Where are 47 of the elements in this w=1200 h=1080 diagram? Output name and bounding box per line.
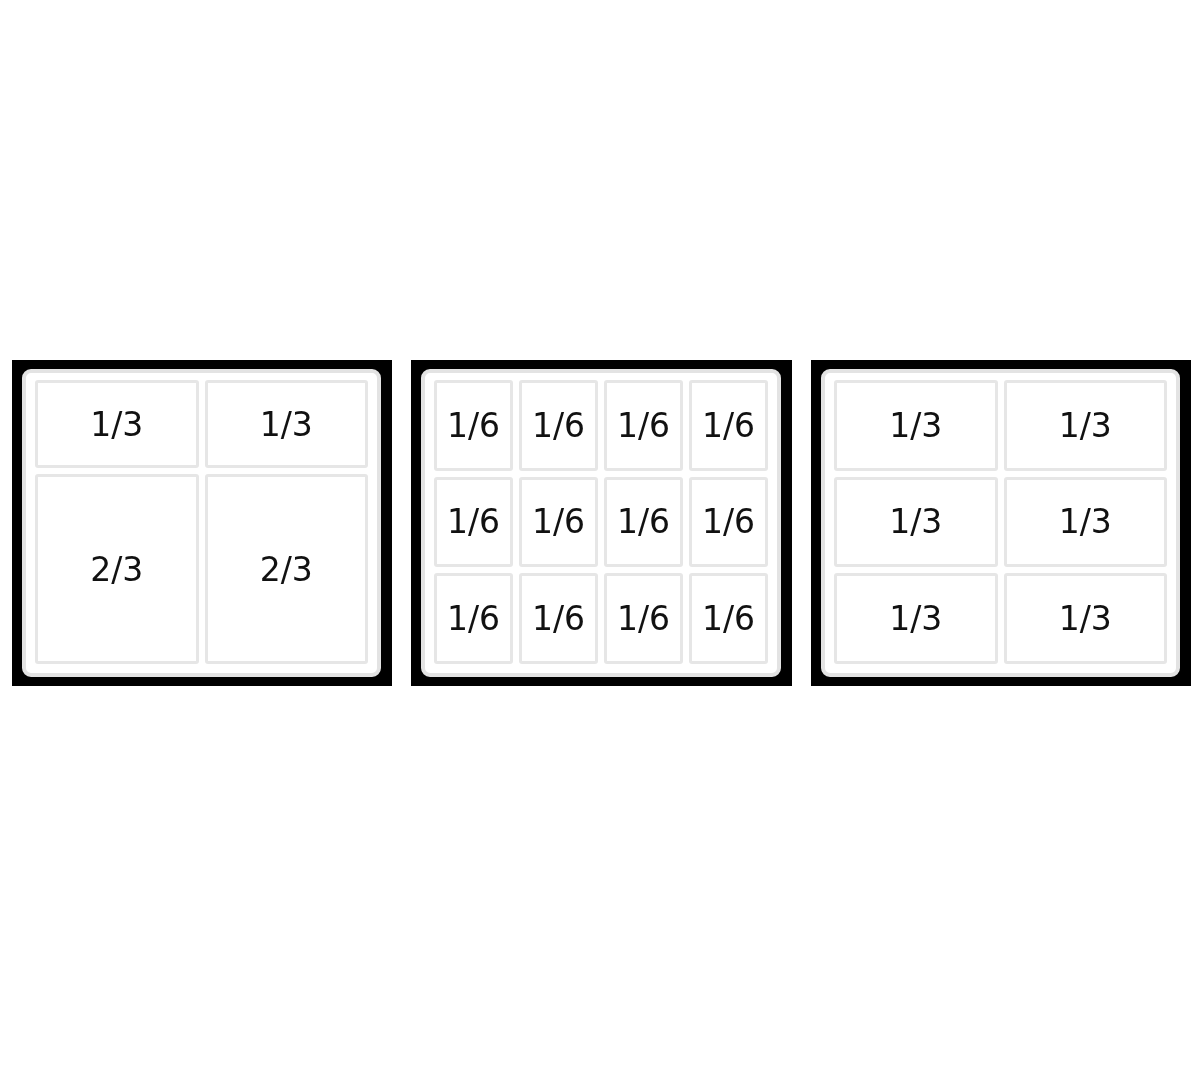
fraction-label: 1/3: [1058, 502, 1112, 542]
pan-cell: [434, 380, 513, 471]
fraction-label: 1/3: [889, 599, 943, 639]
fraction-label: 1/6: [701, 599, 756, 639]
pan-cell: [689, 573, 768, 664]
pan-cell: [604, 380, 683, 471]
fraction-label: 1/3: [889, 405, 943, 445]
fraction-label: 1/6: [531, 599, 586, 639]
fraction-label: 1/3: [889, 502, 943, 542]
pan-cell: [834, 573, 998, 664]
pan-cell: [204, 474, 368, 664]
fraction-label: 1/6: [701, 502, 756, 542]
pan-cell: [1003, 380, 1167, 471]
fraction-label: 2/3: [259, 549, 313, 589]
pan-cell: [834, 380, 998, 471]
fraction-label: 1/6: [701, 405, 756, 445]
fraction-label: 1/3: [1058, 405, 1112, 445]
pan-cell: [434, 573, 513, 664]
pan-cell: [35, 380, 199, 468]
fraction-label: 1/6: [616, 405, 671, 445]
fraction-label: 1/6: [616, 502, 671, 542]
fraction-label: 1/3: [1058, 599, 1112, 639]
container-frame: [811, 360, 1191, 686]
pan-cell: [519, 380, 598, 471]
pan-cell: [834, 476, 998, 568]
pan-cell: [689, 380, 768, 471]
fraction-label: 1/6: [616, 599, 671, 639]
fraction-label: 2/3: [90, 549, 144, 589]
fraction-label: 1/6: [446, 599, 501, 639]
pan-cell: [1003, 573, 1167, 664]
fraction-label: 1/6: [531, 405, 586, 445]
pan-cell: [689, 476, 768, 568]
fraction-label: 1/6: [531, 502, 586, 542]
pan-cell: [519, 476, 598, 568]
fraction-label: 1/3: [259, 404, 313, 444]
fraction-label: 1/6: [446, 502, 501, 542]
fraction-label: 1/6: [446, 405, 501, 445]
pan-cell: [434, 476, 513, 568]
pan-cell: [1003, 476, 1167, 568]
pan-cell: [604, 573, 683, 664]
pan-cell: [604, 476, 683, 568]
container-frame: [411, 360, 792, 686]
pan-cell: [35, 474, 199, 664]
container-frame: [12, 360, 392, 686]
pan-cell: [204, 380, 368, 468]
pan-cell: [519, 573, 598, 664]
fraction-label: 1/3: [90, 404, 144, 444]
